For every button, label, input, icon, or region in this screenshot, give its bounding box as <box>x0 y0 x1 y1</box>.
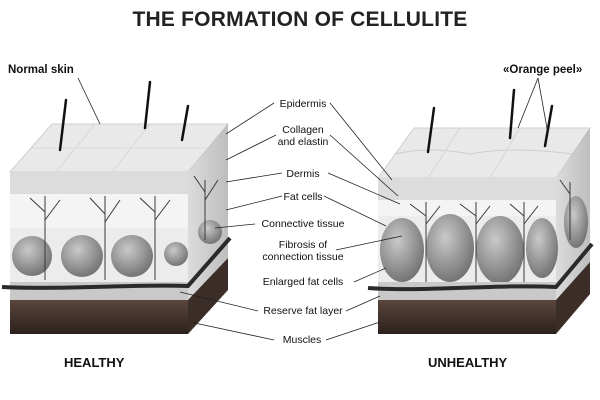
healthy-dermis <box>10 194 188 228</box>
unhealthy-epidermis-top <box>377 127 591 179</box>
orange-peel-label: «Orange peel» <box>503 64 583 76</box>
normal-skin-label: Normal skin <box>8 64 74 76</box>
healthy-side-face <box>188 124 228 300</box>
label-muscles: Muscles <box>282 334 322 346</box>
label-fibrosis: Fibrosis of <box>278 239 328 251</box>
label-fibrosis-connection: connection tissue <box>262 251 344 263</box>
healthy-fat-cells <box>12 220 222 277</box>
unhealthy-muscle <box>378 300 556 334</box>
unhealthy-hairs <box>426 88 554 154</box>
unhealthy-label: UNHEALTHY <box>428 355 508 370</box>
label-connective-tissue: Connective tissue <box>261 218 345 230</box>
label-reserve-fat-layer: Reserve fat layer <box>263 305 343 317</box>
healthy-skin-block <box>1 80 232 334</box>
unhealthy-dermis <box>378 200 556 216</box>
healthy-epidermis-front <box>10 172 188 194</box>
healthy-hairs <box>58 80 190 152</box>
label-epidermis: Epidermis <box>279 98 327 110</box>
healthy-connective-fibers <box>29 175 219 280</box>
label-collagen-elastin: and elastin <box>277 136 329 148</box>
label-collagen: Collagen <box>282 124 324 136</box>
unhealthy-skin-block <box>367 88 594 334</box>
healthy-muscle <box>10 300 188 334</box>
leader-lines <box>77 77 549 341</box>
label-dermis: Dermis <box>286 168 320 180</box>
unhealthy-fibrosis-fibers <box>409 179 571 282</box>
healthy-label: HEALTHY <box>64 355 125 370</box>
label-fat-cells: Fat cells <box>283 191 323 203</box>
diagram-title: THE FORMATION OF CELLULITE <box>132 8 468 31</box>
unhealthy-epidermis-front <box>378 178 556 200</box>
label-enlarged-fat-cells: Enlarged fat cells <box>262 276 344 288</box>
unhealthy-fat-cells <box>380 196 588 284</box>
